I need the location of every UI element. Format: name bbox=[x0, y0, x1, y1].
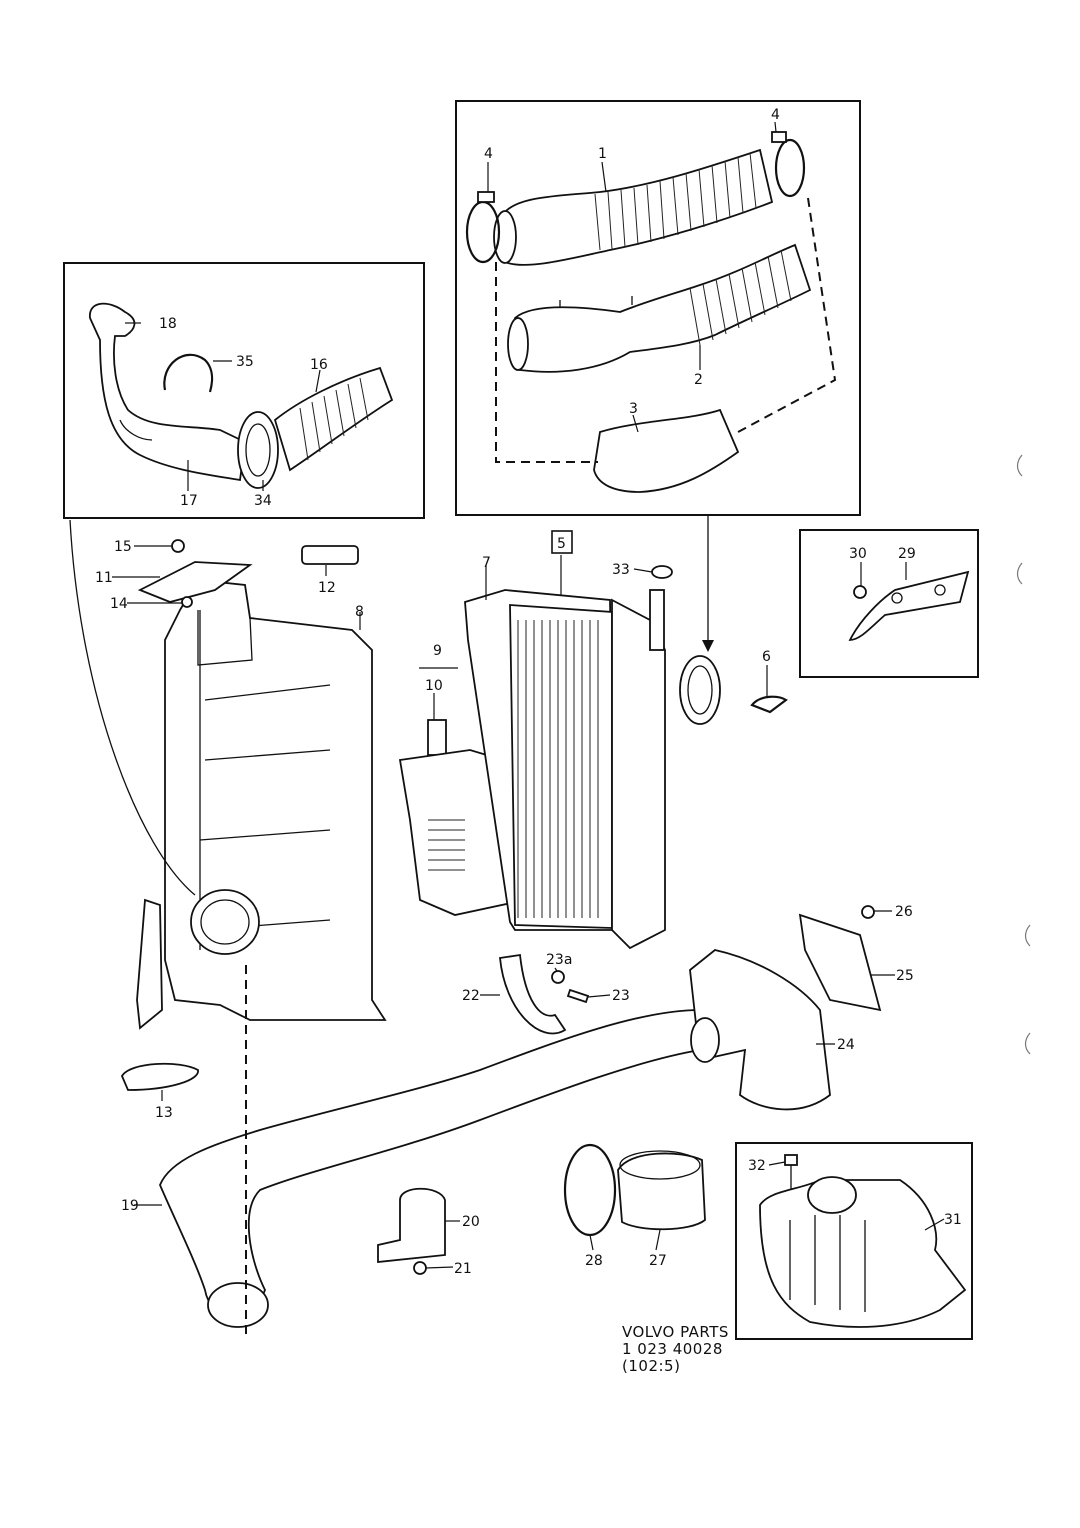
callout-10: 10 bbox=[425, 678, 443, 694]
callout-32: 32 bbox=[748, 1158, 766, 1174]
callout-1: 1 bbox=[598, 146, 607, 162]
callout-21: 21 bbox=[454, 1261, 472, 1277]
air-cleaner-housing-8 bbox=[136, 579, 387, 1030]
callout-9: 9 bbox=[433, 643, 442, 659]
clip-35-drawing bbox=[163, 353, 214, 393]
scan-edge-marks bbox=[1016, 454, 1031, 1055]
hose-2-drawing bbox=[507, 243, 812, 373]
inset-intake-frame bbox=[63, 262, 425, 519]
arrow-head bbox=[702, 640, 714, 652]
bracket-29-drawing bbox=[848, 570, 970, 641]
callout-28: 28 bbox=[585, 1253, 603, 1269]
callout-24: 24 bbox=[837, 1037, 855, 1053]
callout-31: 31 bbox=[944, 1212, 962, 1228]
nut-14-drawing bbox=[181, 596, 193, 608]
callout-2: 2 bbox=[694, 372, 703, 388]
plate-13-drawing bbox=[120, 1062, 199, 1091]
screw-23-drawing bbox=[551, 970, 590, 1004]
bracket-22-drawing bbox=[499, 953, 567, 1035]
callout-leaders bbox=[112, 121, 945, 1269]
callout-3: 3 bbox=[629, 401, 638, 417]
shield-25-drawing bbox=[798, 913, 882, 1012]
callout-34: 34 bbox=[254, 493, 272, 509]
callout-22: 22 bbox=[462, 988, 480, 1004]
callout-17: 17 bbox=[180, 493, 198, 509]
callout-26: 26 bbox=[895, 904, 913, 920]
rubber-12-drawing bbox=[301, 545, 359, 565]
callout-29: 29 bbox=[898, 546, 916, 562]
callout-14: 14 bbox=[110, 596, 128, 612]
callout-33: 33 bbox=[612, 562, 630, 578]
hose-1-drawing bbox=[493, 148, 774, 266]
manifold-cover-31-drawing bbox=[759, 1176, 967, 1328]
bolt-15-drawing bbox=[171, 539, 185, 553]
assembly-dashed-lines-inset bbox=[495, 197, 837, 463]
callout-12: 12 bbox=[318, 580, 336, 596]
clip-6-drawing bbox=[750, 695, 788, 714]
hose-3-drawing bbox=[593, 408, 740, 493]
footer-part-number: 1 023 40028 bbox=[622, 1340, 723, 1358]
callout-5-box bbox=[551, 530, 573, 554]
callout-13: 13 bbox=[155, 1105, 173, 1121]
ring-34-drawing bbox=[237, 411, 279, 489]
clamp-28-drawing bbox=[563, 1143, 617, 1237]
screw-21-drawing bbox=[413, 1261, 427, 1275]
filter-element-7 bbox=[464, 589, 616, 931]
callout-8: 8 bbox=[355, 604, 364, 620]
inset-manifold-frame bbox=[735, 1142, 973, 1340]
callout-18: 18 bbox=[159, 316, 177, 332]
callout-16: 16 bbox=[310, 357, 328, 373]
hose-19-drawing bbox=[159, 1009, 701, 1328]
cover-5-drawing bbox=[611, 589, 721, 950]
callout-27: 27 bbox=[649, 1253, 667, 1269]
callout-23a: 23a bbox=[546, 952, 572, 968]
intake-tube-18-17-drawing bbox=[89, 302, 246, 482]
sleeve-27-drawing bbox=[617, 1150, 706, 1231]
bolt-32-drawing bbox=[784, 1154, 798, 1190]
clamp-4-left bbox=[465, 191, 501, 264]
callout-15: 15 bbox=[114, 539, 132, 555]
inset-bracket-frame bbox=[799, 529, 979, 678]
plate-11-drawing bbox=[137, 561, 253, 603]
callout-35: 35 bbox=[236, 354, 254, 370]
clamp-20-drawing bbox=[377, 1187, 446, 1263]
callout-7: 7 bbox=[482, 555, 491, 571]
callout-4-right: 4 bbox=[771, 107, 780, 123]
callout-30: 30 bbox=[849, 546, 867, 562]
callout-23: 23 bbox=[612, 988, 630, 1004]
callout-11: 11 bbox=[95, 570, 113, 586]
footer-page-ref: (102:5) bbox=[622, 1357, 680, 1375]
leader-inset-to-housing bbox=[69, 519, 196, 896]
footer-brand: VOLVO PARTS bbox=[622, 1323, 729, 1341]
cap-33-drawing bbox=[651, 565, 673, 579]
callout-25: 25 bbox=[896, 968, 914, 984]
screw-26-drawing bbox=[861, 905, 875, 919]
callout-20: 20 bbox=[462, 1214, 480, 1230]
callout-4-left: 4 bbox=[484, 146, 493, 162]
callout-19: 19 bbox=[121, 1198, 139, 1214]
hose-16-drawing bbox=[273, 366, 394, 472]
callout-5: 5 bbox=[557, 536, 566, 552]
duct-24-drawing bbox=[689, 949, 831, 1111]
inset-hoses-frame bbox=[455, 100, 861, 516]
callout-6: 6 bbox=[762, 649, 771, 665]
clamp-4-right bbox=[771, 131, 806, 198]
